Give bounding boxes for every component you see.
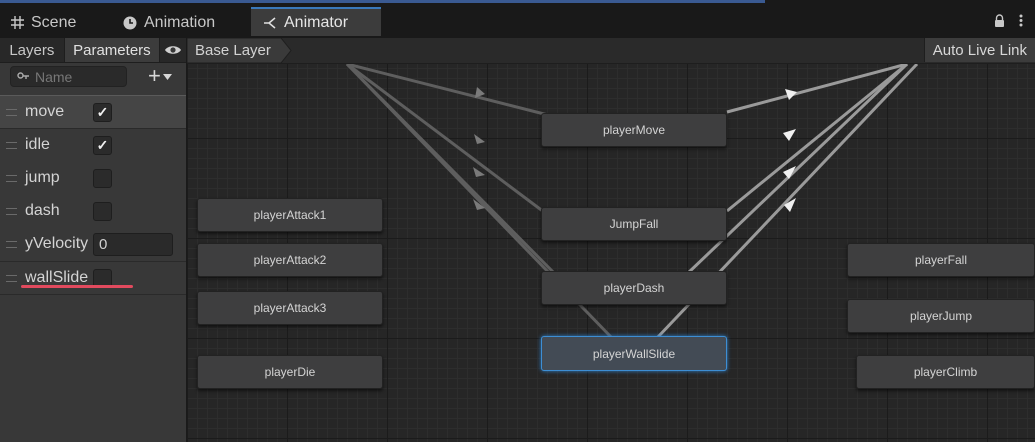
parameter-name: wallSlide <box>25 269 89 286</box>
tab-label: Animator <box>284 13 349 31</box>
tab-label: Parameters <box>73 41 151 59</box>
search-input[interactable]: Name <box>10 66 127 87</box>
animator-graph[interactable]: playerMove JumpFall playerDash playerWal… <box>187 38 1035 442</box>
breadcrumb-label: Base Layer <box>195 42 271 59</box>
state-node-playerattack2[interactable]: playerAttack2 <box>197 243 383 277</box>
parameter-row-yvelocity[interactable]: yVelocity 0 <box>0 228 186 261</box>
tab-animation[interactable]: Animation <box>123 7 243 38</box>
drag-handle-icon[interactable] <box>6 175 17 182</box>
transition-line[interactable] <box>346 62 553 220</box>
state-node-playerjump[interactable]: playerJump <box>847 299 1035 333</box>
grid-icon <box>11 16 24 29</box>
state-node-playerdie[interactable]: playerDie <box>197 355 383 389</box>
breadcrumb-shape <box>187 38 292 63</box>
transition-line[interactable] <box>726 62 908 114</box>
dropdown-arrow-icon <box>162 67 172 85</box>
parameter-list: move idle jump dash yVelocity 0 wallSlid… <box>0 95 186 295</box>
lock-icon[interactable] <box>994 14 1005 30</box>
tab-layers[interactable]: Layers <box>0 38 65 62</box>
tab-scene[interactable]: Scene <box>11 7 111 38</box>
editor-tab-bar: Scene Animation Animator <box>0 7 1035 38</box>
clock-icon <box>123 16 137 30</box>
drag-handle-icon[interactable] <box>6 275 17 282</box>
transition-arrow-icon <box>784 198 796 212</box>
tab-animator[interactable]: Animator <box>251 7 381 36</box>
parameter-row-dash[interactable]: dash <box>0 195 186 228</box>
parameter-checkbox[interactable] <box>93 201 112 221</box>
transition-line[interactable] <box>346 62 553 118</box>
plus-icon: + <box>148 63 161 88</box>
tab-label: Scene <box>31 13 77 31</box>
parameter-name: idle <box>25 136 50 153</box>
tab-label: Layers <box>9 41 55 59</box>
eye-icon[interactable] <box>160 38 186 62</box>
tab-label: Animation <box>144 13 216 31</box>
parameter-name: dash <box>25 202 60 219</box>
transition-arrow-icon <box>473 199 485 210</box>
search-placeholder: Name <box>35 68 73 85</box>
parameter-row-wallslide[interactable]: wallSlide <box>0 261 186 295</box>
transition-arrow-icon <box>783 129 796 141</box>
drag-handle-icon[interactable] <box>6 241 17 248</box>
more-options-icon[interactable] <box>1019 14 1023 30</box>
parameter-float-field[interactable]: 0 <box>93 232 173 256</box>
panel-tabs: Layers Parameters <box>0 38 186 63</box>
transition-arrow-icon <box>474 134 485 144</box>
drag-handle-icon[interactable] <box>6 142 17 149</box>
search-icon <box>17 72 29 81</box>
button-label: Auto Live Link <box>932 41 1027 59</box>
parameter-row-jump[interactable]: jump <box>0 162 186 195</box>
transition-arrow-icon <box>785 89 797 100</box>
parameter-row-idle[interactable]: idle <box>0 129 186 162</box>
graph-toolbar: Base Layer Auto Live Link <box>187 38 1035 64</box>
state-node-playerwallslide[interactable]: playerWallSlide <box>541 336 727 371</box>
top-accent-bar <box>0 0 765 3</box>
parameters-panel: Layers Parameters Name + move idle jump <box>0 38 187 442</box>
state-node-playermove[interactable]: playerMove <box>541 113 727 147</box>
parameter-name: yVelocity <box>25 235 89 252</box>
drag-handle-icon[interactable] <box>6 208 17 215</box>
transition-arrow-icon <box>783 166 796 179</box>
window-top-strip <box>0 0 1035 7</box>
state-node-playerattack3[interactable]: playerAttack3 <box>197 291 383 325</box>
add-parameter-button[interactable]: + <box>148 65 182 87</box>
state-node-playerattack1[interactable]: playerAttack1 <box>197 198 383 232</box>
tab-tools <box>994 14 1023 30</box>
parameter-checkbox[interactable] <box>93 135 112 155</box>
state-node-playerfall[interactable]: playerFall <box>847 243 1035 277</box>
parameter-name: jump <box>25 169 60 186</box>
state-node-jumpfall[interactable]: JumpFall <box>541 207 727 241</box>
transition-arrow-icon <box>473 167 485 177</box>
animator-icon <box>263 16 277 29</box>
highlight-underline <box>21 285 133 288</box>
state-node-playerdash[interactable]: playerDash <box>541 271 727 305</box>
transition-line[interactable] <box>726 62 908 213</box>
parameter-checkbox[interactable] <box>93 102 112 122</box>
parameter-checkbox[interactable] <box>93 168 112 188</box>
tab-parameters[interactable]: Parameters <box>64 38 161 62</box>
drag-handle-icon[interactable] <box>6 109 17 116</box>
breadcrumb[interactable]: Base Layer <box>187 38 293 63</box>
parameter-row-move[interactable]: move <box>0 95 186 129</box>
auto-live-link-button[interactable]: Auto Live Link <box>923 38 1035 62</box>
state-node-playerclimb[interactable]: playerClimb <box>856 355 1035 389</box>
transition-arrow-icon <box>475 87 485 98</box>
parameter-name: move <box>25 103 65 120</box>
